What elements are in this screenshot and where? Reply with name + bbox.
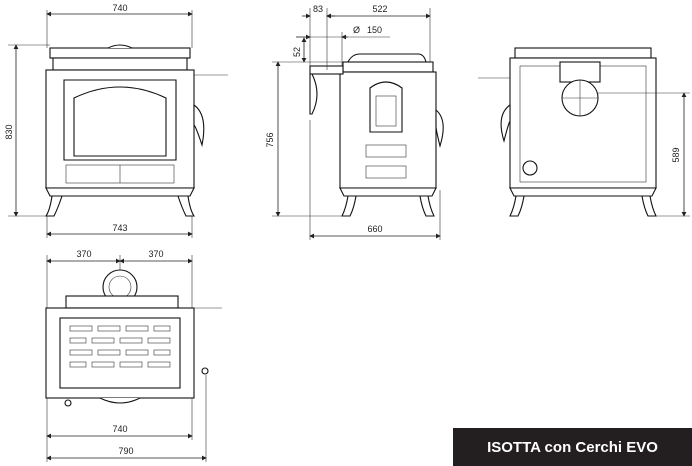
rear-dimensions: 589 bbox=[598, 92, 690, 217]
flue-offset-label: 83 bbox=[313, 4, 323, 14]
product-title: ISOTTA con Cerchi EVO bbox=[453, 428, 692, 466]
rear-flue-height-label: 589 bbox=[671, 147, 681, 162]
top-half-right-label: 370 bbox=[148, 249, 163, 259]
top-half-left-label: 370 bbox=[76, 249, 91, 259]
flue-height-label: 756 bbox=[265, 132, 275, 147]
front-view bbox=[44, 44, 228, 217]
side-depth-bottom-label: 660 bbox=[367, 224, 382, 234]
side-view bbox=[309, 53, 444, 217]
flue-height-offset-label: 52 bbox=[292, 47, 302, 57]
side-dimensions: 83 522 Ø 150 52 756 660 bbox=[265, 4, 441, 240]
flue-diameter-symbol: Ø bbox=[353, 25, 360, 35]
top-dimensions: 370 370 740 790 bbox=[46, 249, 207, 462]
front-width-bottom-label: 743 bbox=[112, 223, 127, 233]
front-width-top-label: 740 bbox=[112, 3, 127, 13]
front-dimensions: 740 830 743 bbox=[4, 3, 193, 238]
rear-view bbox=[478, 47, 657, 217]
front-height-label: 830 bbox=[4, 124, 14, 139]
top-width-total-label: 790 bbox=[118, 446, 133, 456]
top-view bbox=[45, 269, 222, 407]
side-depth-top-label: 522 bbox=[372, 4, 387, 14]
top-width-body-label: 740 bbox=[112, 424, 127, 434]
flue-diameter-label: 150 bbox=[367, 25, 382, 35]
